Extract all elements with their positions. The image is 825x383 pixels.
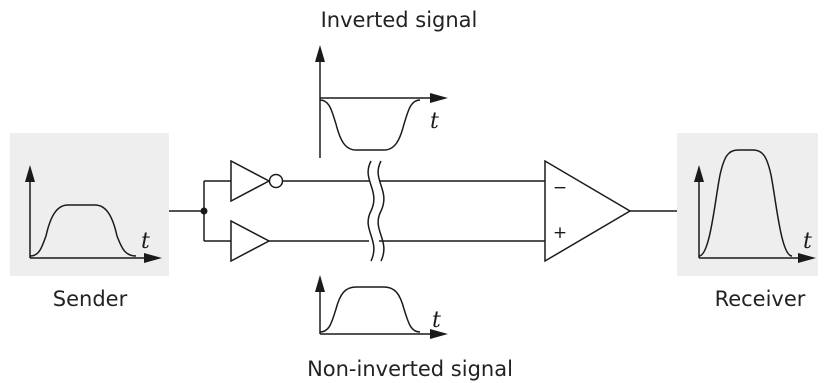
sender-wiring bbox=[169, 180, 231, 242]
break-mark-left bbox=[367, 160, 375, 262]
receiver-plus-input-label: + bbox=[553, 223, 567, 243]
inverted-t-label: t bbox=[430, 109, 439, 134]
line-break-marks bbox=[367, 160, 385, 262]
non-inverting-buffer bbox=[230, 219, 271, 263]
inverted-waveform: t bbox=[315, 45, 448, 158]
receiver-pulse-curve bbox=[698, 149, 793, 257]
sender-y-arrowhead bbox=[25, 165, 35, 182]
sender-x-arrowhead bbox=[144, 253, 162, 263]
non-inverted-waveform: t bbox=[315, 275, 448, 339]
differential-receiver-amplifier bbox=[544, 159, 632, 263]
receiver-waveform: t bbox=[694, 149, 816, 263]
sender-label: Sender bbox=[53, 287, 128, 311]
sender-waveform: t bbox=[25, 165, 162, 263]
non-inverted-t-label: t bbox=[432, 308, 441, 333]
non-inverted-pulse-curve bbox=[319, 286, 421, 333]
inverted-signal-label: Inverted signal bbox=[321, 8, 478, 32]
inverted-y-arrowhead bbox=[315, 45, 325, 62]
receiver-panel bbox=[677, 133, 818, 276]
inverted-pulse-curve bbox=[319, 99, 421, 151]
inverting-bubble bbox=[268, 173, 284, 189]
break-mark-right bbox=[377, 160, 385, 262]
inverting-buffer bbox=[230, 159, 271, 203]
receiver-x-arrowhead bbox=[798, 253, 816, 263]
receiver-label: Receiver bbox=[715, 287, 806, 311]
receiver-t-label: t bbox=[803, 229, 812, 254]
non-inverted-x-arrowhead bbox=[430, 329, 448, 339]
non-inverted-y-arrowhead bbox=[315, 275, 325, 292]
receiver-y-arrowhead bbox=[694, 165, 704, 182]
inverted-x-arrowhead bbox=[430, 93, 448, 103]
sender-pulse-curve bbox=[29, 204, 137, 257]
non-inverted-signal-label: Non-inverted signal bbox=[307, 357, 513, 381]
sender-t-label: t bbox=[141, 229, 150, 254]
receiver-minus-input-label: − bbox=[553, 178, 567, 198]
